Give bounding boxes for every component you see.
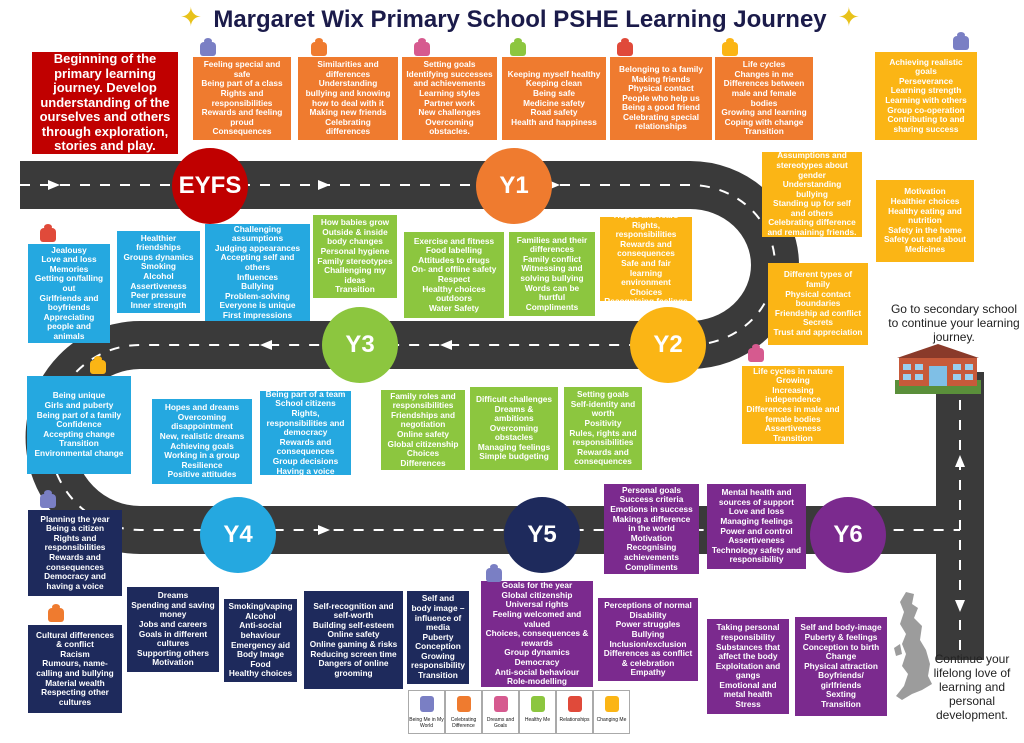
topic-box-y5-5: Self-recognition and self-worth Building…	[304, 591, 403, 689]
topic-box-y2-1: Hopes and fears Rights, responsibilities…	[600, 217, 692, 301]
topic-box-y5-4: Smoking/vaping Alcohol Anti-social behav…	[224, 599, 297, 682]
topic-box-y5-3: Dreams Spending and saving money Jobs an…	[127, 587, 219, 672]
jigsaw-character-icon	[48, 604, 64, 622]
topic-box-y4-4: Being unique Girls and puberty Being par…	[27, 376, 131, 474]
topic-box-y3-2: Exercise and fitness Food labelling Atti…	[404, 232, 504, 318]
puzzle-legend: Being Me in My World Celebrating Differe…	[408, 690, 630, 734]
legend-item: Being Me in My World	[408, 690, 445, 734]
year-circle-eyfs: EYFS	[172, 148, 248, 224]
topic-box-eyfs-2: Similarities and differences Understandi…	[298, 57, 398, 140]
topic-box-eyfs-6: Life cycles Changes in me Differences be…	[715, 57, 813, 140]
topic-box-y6-6: Self and body-image Puberty & feelings C…	[795, 617, 887, 716]
topic-box-y4-6: Being part of a team School citizens Rig…	[260, 391, 351, 475]
jigsaw-piece-icon	[531, 696, 545, 712]
topic-box-y3-5: Difficult challenges Dreams & ambitions …	[470, 387, 558, 470]
magic-wand-icon: ✦	[180, 2, 202, 32]
magic-wand-icon: ✦	[838, 2, 860, 32]
topic-box-y6-2: Perceptions of normal Disability Power s…	[598, 598, 698, 681]
topic-box-y3-1: How babies grow Outside & inside body ch…	[313, 215, 397, 298]
topic-box-y3-4: Family roles and responsibilities Friend…	[381, 390, 465, 470]
page-title: Margaret Wix Primary School PSHE Learnin…	[213, 6, 827, 33]
topic-box-y5-1: Planning the year Being a citizen Rights…	[28, 510, 122, 596]
jigsaw-character-icon	[617, 38, 633, 56]
topic-box-y6-5: Taking personal responsibility Substance…	[707, 619, 789, 714]
topic-box-y2-2: Different types of family Physical conta…	[768, 263, 868, 345]
legend-item: Dreams and Goals	[482, 690, 519, 734]
year-circle-y6: Y6	[810, 497, 886, 573]
topic-box-y4-5: Hopes and dreams Overcoming disappointme…	[152, 399, 252, 484]
year-circle-y4: Y4	[200, 497, 276, 573]
jigsaw-character-icon	[510, 38, 526, 56]
legend-item: Changing Me	[593, 690, 630, 734]
jigsaw-character-icon	[748, 344, 764, 362]
topic-box-y6-4: Mental health and sources of support Lov…	[707, 484, 806, 569]
secondary-school-note: Go to secondary school to continue your …	[888, 302, 1020, 344]
legend-item: Celebrating Difference	[445, 690, 482, 734]
year-circle-y5: Y5	[504, 497, 580, 573]
topic-box-eyfs-3: Setting goals Identifying successes and …	[402, 57, 497, 140]
jigsaw-piece-icon	[568, 696, 582, 712]
jigsaw-character-icon	[953, 32, 969, 50]
jigsaw-piece-icon	[605, 696, 619, 712]
topic-box-y4-2: Healthier friendships Groups dynamics Sm…	[117, 231, 200, 313]
topic-box-y1-2: Assumptions and stereotypes about gender…	[762, 152, 862, 237]
legend-item: Relationships	[556, 690, 593, 734]
topic-box-eyfs-4: Keeping myself healthy Keeping clean Bei…	[502, 57, 606, 140]
topic-box-y4-1: Challenging assumptions Judging appearan…	[205, 224, 310, 321]
topic-box-y3-6: Setting goals Self-identity and worth Po…	[564, 387, 642, 470]
jigsaw-character-icon	[40, 224, 56, 242]
intro-box: Beginning of the primary learning journe…	[32, 52, 178, 154]
lifelong-learning-note: Continue your lifelong love of learning …	[933, 652, 1011, 722]
topic-box-y1-1: Achieving realistic goals Perseverance L…	[875, 52, 977, 140]
topic-box-y5-2: Cultural differences & conflict Racism R…	[28, 625, 122, 713]
uk-map-icon	[894, 592, 932, 700]
topic-box-y4-3: Jealousy Love and loss Memories Getting …	[28, 244, 110, 343]
jigsaw-character-icon	[311, 38, 327, 56]
jigsaw-piece-icon	[420, 696, 434, 712]
topic-box-y3-3: Families and their differences Family co…	[509, 232, 595, 316]
topic-box-y5-6: Self and body image – influence of media…	[407, 591, 469, 684]
topic-box-eyfs-5: Belonging to a family Making friends Phy…	[610, 57, 712, 140]
topic-box-y2-3: Life cycles in nature Growing Increasing…	[742, 366, 844, 444]
year-circle-y2: Y2	[630, 307, 706, 383]
topic-box-y1-3: Motivation Healthier choices Healthy eat…	[876, 180, 974, 262]
legend-item: Healthy Me	[519, 690, 556, 734]
jigsaw-character-icon	[486, 564, 502, 582]
intro-text: Beginning of the primary learning journe…	[39, 52, 171, 154]
topic-box-eyfs-1: Feeling special and safe Being part of a…	[193, 57, 291, 140]
jigsaw-character-icon	[414, 38, 430, 56]
jigsaw-piece-icon	[494, 696, 508, 712]
year-circle-y1: Y1	[476, 148, 552, 224]
topic-box-y6-3: Personal goals Success criteria Emotions…	[604, 484, 699, 574]
jigsaw-piece-icon	[457, 696, 471, 712]
year-circle-y3: Y3	[322, 307, 398, 383]
topic-box-y6-1: Goals for the year Global citizenship Un…	[481, 581, 593, 687]
jigsaw-character-icon	[722, 38, 738, 56]
school-building-icon	[895, 344, 981, 394]
jigsaw-character-icon	[90, 356, 106, 374]
jigsaw-character-icon	[40, 490, 56, 508]
jigsaw-character-icon	[200, 38, 216, 56]
